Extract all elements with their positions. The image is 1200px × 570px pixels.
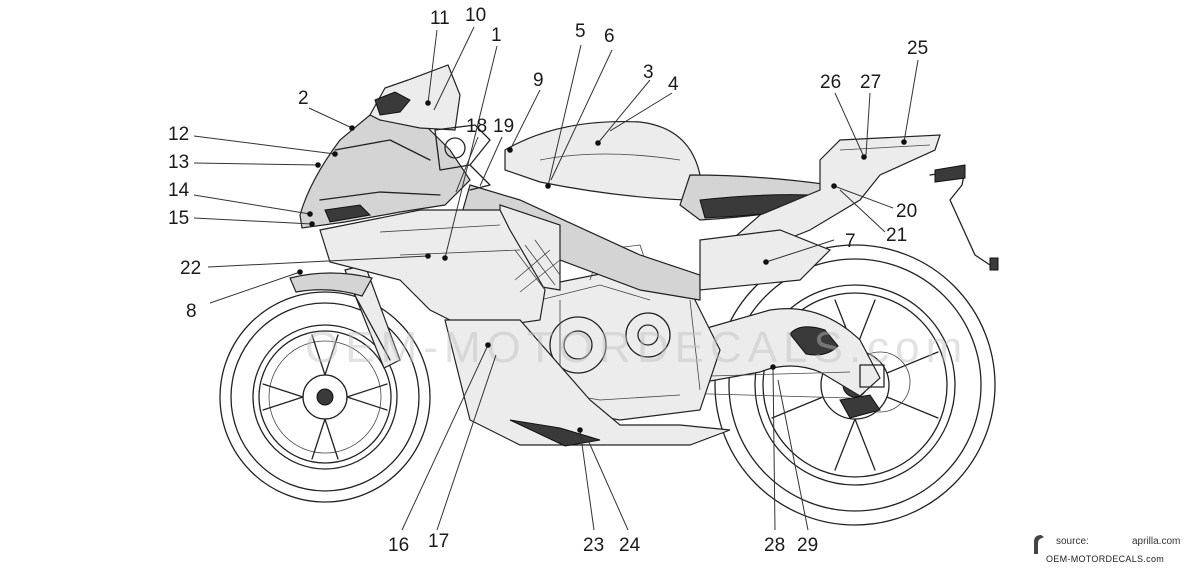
callout-2: 2 (298, 88, 309, 109)
callout-17: 17 (428, 531, 449, 552)
callout-25: 25 (907, 38, 928, 59)
brand-name: OEM-MOTORDECALS.com (1046, 554, 1165, 564)
callout-11: 11 (430, 8, 450, 29)
callout-27: 27 (860, 72, 881, 93)
callout-10: 10 (465, 5, 486, 26)
callout-4: 4 (668, 74, 679, 95)
callout-16: 16 (388, 535, 409, 556)
callout-labels: 11 10 1 5 6 3 4 9 25 26 27 2 18 19 12 13… (168, 5, 928, 556)
callout-9: 9 (533, 70, 544, 91)
callout-dots (297, 100, 907, 433)
source-credit: source: aprilla.com OEM-MOTORDECALS.com (1034, 528, 1200, 568)
front-wheel (219, 291, 431, 503)
motorcycle-illustration (219, 64, 999, 526)
callout-14: 14 (168, 180, 190, 201)
callout-12: 12 (168, 124, 189, 145)
callout-26: 26 (820, 72, 841, 93)
callout-3: 3 (643, 62, 654, 83)
callout-20: 20 (896, 201, 917, 222)
callout-15: 15 (168, 208, 189, 229)
callout-22: 22 (180, 258, 201, 279)
callout-8: 8 (186, 301, 197, 322)
callout-19: 19 (493, 116, 514, 137)
callout-29: 29 (797, 535, 818, 556)
callout-23: 23 (583, 535, 604, 556)
callout-18: 18 (466, 116, 487, 137)
leader-lines (193, 26, 919, 531)
callout-13: 13 (168, 152, 189, 173)
callout-28: 28 (764, 535, 785, 556)
callout-5: 5 (575, 21, 586, 42)
brand-logo-icon (1034, 535, 1044, 554)
watermark-text: OEM-MOTORDECALS.com (305, 323, 968, 372)
callout-1: 1 (491, 25, 502, 46)
source-value: aprilla.com (1132, 536, 1181, 547)
callout-7: 7 (845, 231, 856, 252)
callout-24: 24 (619, 535, 641, 556)
callout-6: 6 (604, 26, 615, 47)
callout-21: 21 (886, 225, 907, 246)
source-label: source: (1056, 536, 1089, 547)
